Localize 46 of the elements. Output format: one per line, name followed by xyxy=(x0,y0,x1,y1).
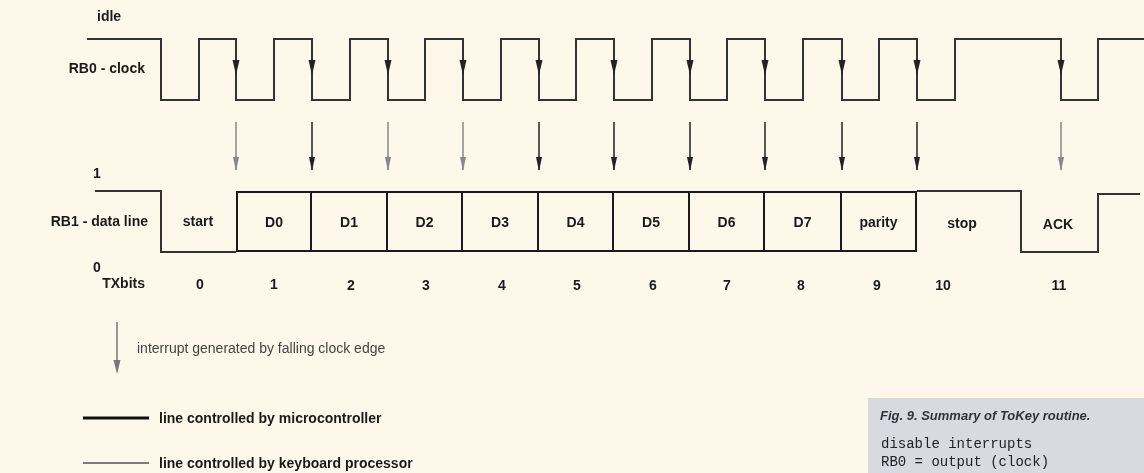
bit-number: 1 xyxy=(270,276,278,292)
bit-number: 3 xyxy=(422,277,430,293)
legend-text: line controlled by microcontroller xyxy=(159,410,382,426)
bit-number: 9 xyxy=(873,277,881,293)
bit-cell xyxy=(388,191,463,252)
bit-cell xyxy=(690,191,765,252)
bit-name: D6 xyxy=(717,213,736,230)
bit-cell xyxy=(765,191,842,252)
bit-name: parity xyxy=(859,213,898,230)
bit-cell xyxy=(614,191,690,252)
legend-text: interrupt generated by falling clock edge xyxy=(137,340,386,356)
bit-cell xyxy=(236,191,312,252)
code-line: RB0 = output (clock) xyxy=(880,453,1051,471)
signal-label: idle xyxy=(97,8,122,24)
bit-name: D1 xyxy=(340,213,358,230)
signal-label: TXbits xyxy=(102,275,145,291)
bit-number: 4 xyxy=(498,277,506,293)
bit-name: D5 xyxy=(642,213,660,230)
bit-cell xyxy=(312,191,388,252)
signal-label: RB0 - clock xyxy=(68,60,145,76)
bit-name: D2 xyxy=(415,213,434,230)
bit-number: 0 xyxy=(196,276,204,292)
signal-label: RB1 - data line xyxy=(50,213,148,229)
bit-number: 2 xyxy=(347,277,355,293)
bit-number: 11 xyxy=(1051,277,1067,293)
legend-text: line controlled by keyboard processor xyxy=(159,455,413,471)
bit-name: D0 xyxy=(265,213,283,230)
bit-name: D7 xyxy=(793,213,812,230)
bit-cell xyxy=(463,191,539,252)
signal-label: 1 xyxy=(93,165,101,181)
signal-label: 0 xyxy=(93,259,101,275)
bit-name: D3 xyxy=(491,213,509,230)
caption-panel xyxy=(868,398,1144,473)
figure-caption: Fig. 9. Summary of ToKey routine. xyxy=(880,408,1092,423)
bit-number: 6 xyxy=(649,277,657,293)
bit-cell xyxy=(539,191,614,252)
signal-label: stop xyxy=(947,215,977,231)
code-line: disable interrupts xyxy=(880,435,1034,453)
signal-label: ACK xyxy=(1042,216,1074,232)
bit-number: 5 xyxy=(573,277,581,293)
bit-number: 7 xyxy=(723,277,731,293)
bit-cell xyxy=(842,191,917,252)
bit-name: D4 xyxy=(566,213,585,230)
bit-number: 10 xyxy=(935,277,951,293)
bit-number: 8 xyxy=(797,277,805,293)
signal-label: start xyxy=(182,213,214,229)
